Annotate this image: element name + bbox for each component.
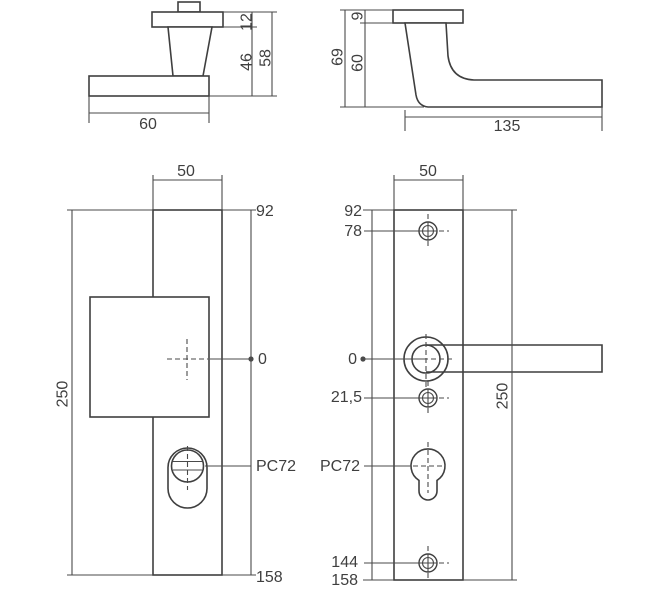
lever-side-dimension-lines <box>340 9 603 131</box>
dim-label-rose-width: 60 <box>139 116 157 133</box>
knob-side-dimension-lines <box>88 11 277 123</box>
dim-label-head-thickness: 12 <box>239 13 256 31</box>
knob-side-view: 12 46 58 60 <box>88 1 277 133</box>
dim-label-plate-height: 250 <box>55 381 72 408</box>
dim-label-plate-width: 50 <box>419 163 437 180</box>
euro-cylinder-escutcheon <box>167 446 208 509</box>
dim-label-plate-width: 50 <box>177 163 195 180</box>
dim-label-handle-center: 0 <box>348 351 357 368</box>
dim-label-mid-screw: 21,5 <box>331 389 362 406</box>
lever-backplate-front-view: 50 92 78 0 21,5 PC72 144 158 250 <box>320 163 603 589</box>
dim-label-handle-offset: 60 <box>350 54 367 72</box>
dim-label-cylinder-center: PC72 <box>256 458 296 475</box>
square-knob <box>89 296 210 418</box>
lever-side-view: 9 69 60 135 <box>330 9 603 135</box>
euro-cylinder-hole <box>410 442 446 501</box>
dim-label-plate-height: 250 <box>495 383 512 410</box>
dim-label-handle-center: 0 <box>258 351 267 368</box>
lever-plate-dimension-lines <box>360 175 517 581</box>
knob-backplate-front-view: 50 92 0 PC72 158 250 <box>55 163 297 586</box>
knob-rose <box>88 75 210 97</box>
knob-head <box>151 11 224 28</box>
dim-label-top-edge: 92 <box>256 203 274 220</box>
dim-label-lever-length: 135 <box>494 118 521 135</box>
dim-label-neck-height: 46 <box>239 53 256 71</box>
dim-label-bottom-screw: 144 <box>331 554 358 571</box>
dim-label-cylinder-center: PC72 <box>320 458 360 475</box>
knob-neck <box>167 26 213 77</box>
dim-label-bottom-edge: 158 <box>256 569 283 586</box>
lever-handle-side <box>404 22 603 108</box>
dim-label-rose-thickness: 9 <box>350 11 367 20</box>
lever-rose-side <box>392 9 464 24</box>
dim-label-top-edge: 92 <box>344 203 362 220</box>
dim-label-top-screw: 78 <box>344 223 362 240</box>
dim-label-bottom-edge: 158 <box>331 572 358 589</box>
knob-plate-dimension-lines <box>67 175 256 576</box>
dim-label-total-height: 58 <box>258 49 275 67</box>
knob-tip <box>177 1 201 13</box>
dim-label-total-projection: 69 <box>330 48 347 66</box>
